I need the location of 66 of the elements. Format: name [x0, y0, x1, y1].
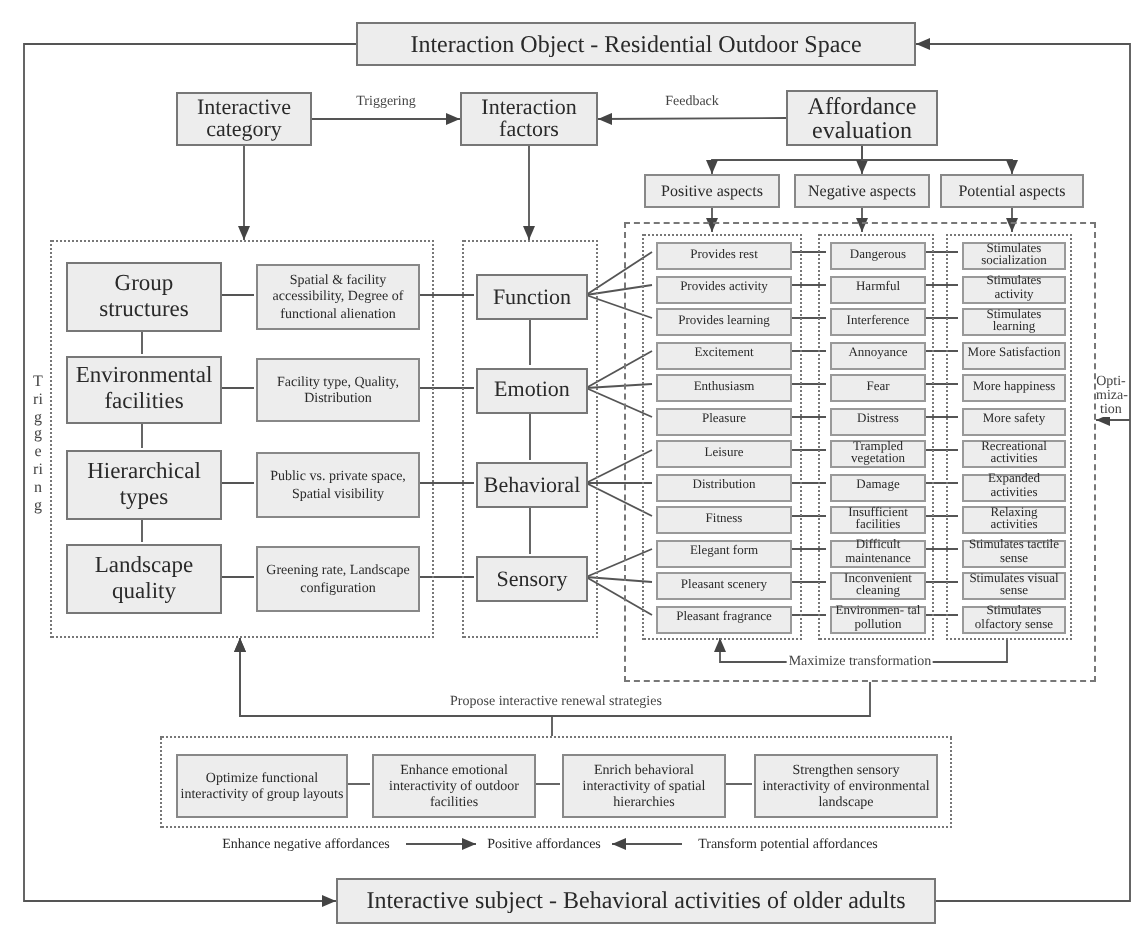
connector-line [585, 576, 653, 583]
aspect-box: Positive aspects [644, 174, 780, 208]
arrow [23, 43, 357, 907]
connector-line [141, 517, 143, 543]
aspect-box: Negative aspects [794, 174, 930, 208]
arrow [1095, 414, 1131, 426]
connector-line [529, 410, 531, 461]
connector-line [219, 482, 255, 484]
stage-box: Interaction factors [460, 92, 598, 146]
title-box: Interaction Object - Residential Outdoor Space [356, 22, 916, 66]
connector-line [417, 294, 475, 296]
group-container [462, 240, 598, 638]
arrow [915, 38, 1131, 902]
connector-line [585, 350, 653, 389]
connector-line [141, 421, 143, 449]
connector-line [529, 317, 531, 366]
edge-label: Triggering [32, 373, 44, 515]
connector-line [585, 548, 653, 578]
arrow [856, 207, 868, 233]
group-container [624, 222, 1096, 682]
category-box: Hierarchical types [66, 450, 222, 520]
connector-line [417, 576, 475, 578]
connector-line [219, 294, 255, 296]
factor-box: Emotion [476, 367, 588, 413]
factor-box: Function [476, 274, 588, 320]
factor-box: Behavioral [476, 462, 588, 508]
connector-line [219, 387, 255, 389]
arrow [238, 145, 250, 241]
connector-line [723, 783, 753, 785]
arrow [611, 838, 683, 850]
arrow [234, 637, 553, 737]
connector-line [585, 294, 653, 319]
category-box: Environmental facilities [66, 356, 222, 424]
connector-line [585, 482, 653, 517]
aspect-box: Potential aspects [940, 174, 1084, 208]
connector-line [417, 387, 475, 389]
connector-line [585, 251, 653, 296]
connector-line [585, 482, 653, 484]
arrow [1006, 207, 1018, 233]
arrow [405, 838, 477, 850]
arrow [597, 112, 787, 125]
group-container [642, 234, 802, 640]
connector-line [345, 783, 371, 785]
category-box: Group structures [66, 262, 222, 332]
group-container [160, 736, 952, 828]
connector-line [585, 284, 653, 296]
group-container [946, 234, 1072, 640]
arrow [706, 207, 718, 233]
title-box: Interactive subject - Behavioral activities of older adults [336, 878, 936, 924]
stage-box: Affordance evaluation [786, 90, 938, 146]
stage-box: Interactive category [176, 92, 312, 146]
category-box: Landscape quality [66, 544, 222, 614]
group-container [818, 234, 934, 640]
connector-line [417, 482, 475, 484]
arrow [523, 145, 535, 241]
connector-line [529, 505, 531, 555]
connector-line [141, 329, 143, 355]
connector-line [533, 783, 561, 785]
arrow [311, 113, 461, 125]
factor-box: Sensory [476, 556, 588, 602]
connector-line [219, 576, 255, 578]
connector-line [585, 383, 653, 389]
connector-line [585, 387, 653, 418]
connector-line [585, 576, 653, 616]
connector-line [585, 449, 653, 484]
group-container [50, 240, 434, 638]
